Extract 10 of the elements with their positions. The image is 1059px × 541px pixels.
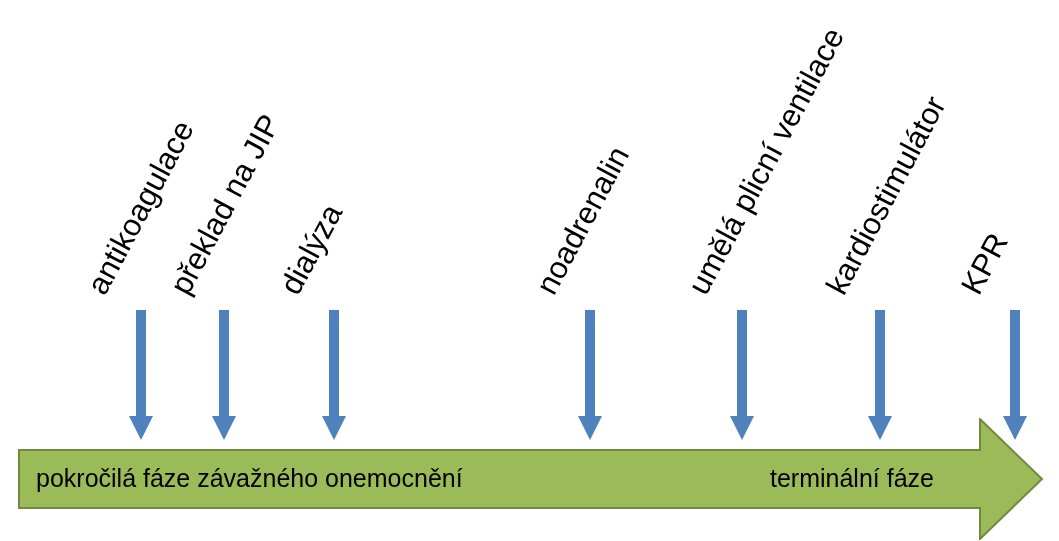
arrow bbox=[1003, 310, 1027, 440]
intervention-label: KPR bbox=[955, 227, 1015, 300]
arrow bbox=[868, 310, 892, 440]
arrow bbox=[322, 310, 346, 440]
arrow bbox=[578, 310, 602, 440]
arrow bbox=[129, 310, 153, 440]
phase-label: terminální fáze bbox=[770, 464, 934, 493]
arrow bbox=[212, 310, 236, 440]
phase-label: pokročilá fáze závažného onemocnění bbox=[36, 464, 463, 493]
arrow bbox=[730, 310, 754, 440]
